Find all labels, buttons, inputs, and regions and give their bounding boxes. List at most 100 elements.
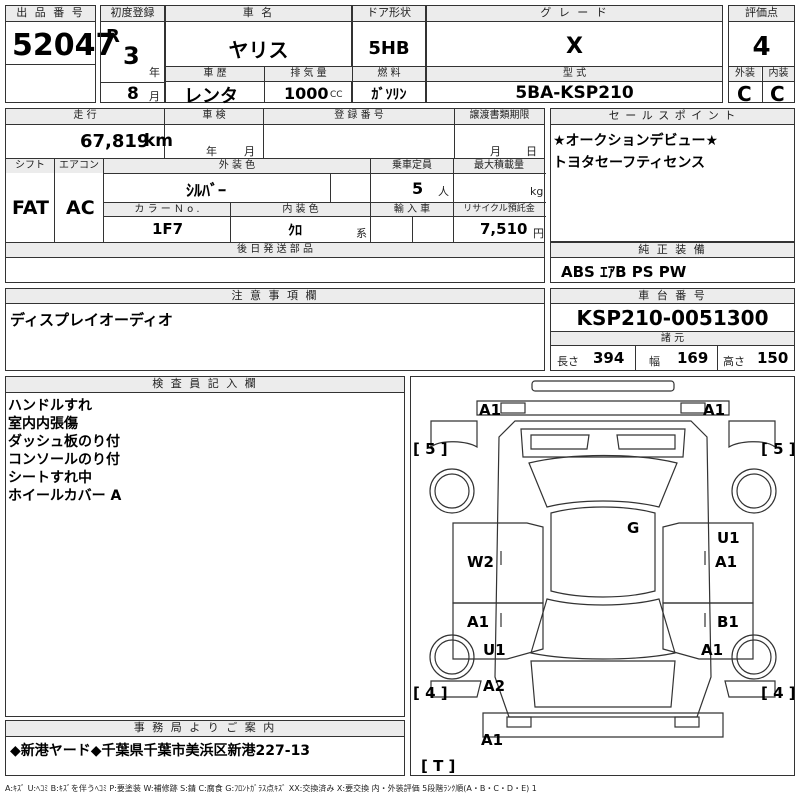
capacity-label: 乗車定員 xyxy=(371,159,453,173)
inspector-line: ダッシュ板のり付 xyxy=(8,434,120,450)
displacement-unit: CC xyxy=(330,90,343,100)
reg-year: 3 xyxy=(123,42,140,70)
height-label: 高さ xyxy=(723,355,745,368)
mark-rear-left: A2 xyxy=(483,677,505,695)
later-parts-label: 後 日 発 送 部 品 xyxy=(6,243,544,257)
mark-trunk: [ T ] xyxy=(421,757,455,775)
reg-no-label: 登 録 番 号 xyxy=(264,109,454,124)
car-name: ヤリス xyxy=(228,38,289,62)
capacity: 5 xyxy=(412,179,424,198)
inspection-label: 車 検 xyxy=(165,109,263,124)
mark-left-rear-door: A1 xyxy=(467,613,489,631)
sales-point-line: ★オークションデビュー★ xyxy=(553,133,719,149)
caution-label: 注 意 事 項 欄 xyxy=(6,289,544,304)
legend: A:ｷｽﾞ U:ﾍｺﾐ B:ｷｽﾞを伴うﾍｺﾐ P:要塗装 W:補修跡 S:錆 … xyxy=(5,784,537,793)
lot-number: 52047 xyxy=(12,28,117,63)
mark-right-top2: A1 xyxy=(715,553,737,571)
width-label: 幅 xyxy=(649,355,660,368)
interior-unit: 系 xyxy=(356,227,367,240)
model: 5BA-KSP210 xyxy=(515,83,634,103)
sales-point-line: トヨタセーフティセンス xyxy=(553,155,706,171)
mark-right-quarter: A1 xyxy=(701,641,723,659)
door-type: 5HB xyxy=(368,38,410,59)
sales-point-label: セ ー ル ス ポ イ ン ト xyxy=(551,109,794,125)
fuel: ｶﾞｿﾘﾝ xyxy=(371,87,407,103)
caution-text: ディスプレイオーディオ xyxy=(10,311,173,329)
ext-score: C xyxy=(737,82,752,106)
ac-label: エアコン xyxy=(55,159,103,173)
import-label: 輸 入 車 xyxy=(371,203,453,216)
office-label: 事 務 局 よ り ご 案 内 xyxy=(6,721,404,737)
lot-number-box: 出 品 番 号 52047 xyxy=(5,5,116,103)
mileage-unit: km xyxy=(144,131,174,151)
equipment-label: 純 正 装 備 xyxy=(551,243,794,258)
caution-box: 注 意 事 項 欄 ディスプレイオーディオ xyxy=(5,288,545,371)
mark-tire-fr: [ 5 ] xyxy=(761,440,794,458)
history-label: 車 歴 xyxy=(166,67,264,81)
lot-number-label: 出 品 番 号 xyxy=(6,6,95,22)
shift: FAT xyxy=(12,197,49,219)
grade-box: グ レ ー ド X 型 式 5BA-KSP210 xyxy=(426,5,723,103)
color-label: 外 装 色 xyxy=(104,159,370,173)
displacement: 1000 xyxy=(284,84,329,103)
score-box: 評価点 4 外装 内装 C C xyxy=(728,5,795,106)
equipment-box: 純 正 装 備 ABS ｴｱB PS PW xyxy=(550,242,795,283)
interior-color: ｸﾛ xyxy=(288,223,302,239)
displacement-label: 排 気 量 xyxy=(265,67,352,81)
mileage-label: 走 行 xyxy=(6,109,164,124)
insp-year-unit: 年 xyxy=(206,145,217,158)
car-name-box: 車 名 ヤリス 車 歴 排 気 量 レンタ 1000 CC xyxy=(165,5,352,107)
first-registration-label: 初度登録 xyxy=(101,6,164,22)
office-text: ◆新港ヤード◆千葉県千葉市美浜区新港227-13 xyxy=(10,743,311,759)
exterior-color: ｼﾙﾊﾞｰ xyxy=(186,181,227,200)
sales-point-box: セ ー ル ス ポ イ ン ト ★オークションデビュー★ トヨタセーフティセンス xyxy=(550,108,795,242)
inspector-label: 検 査 員 記 入 欄 xyxy=(6,377,404,393)
transfer-day-unit: 日 xyxy=(526,145,537,158)
era: R xyxy=(106,26,120,47)
fuel-label: 燃 料 xyxy=(353,67,425,81)
recycle-unit: 円 xyxy=(533,227,544,240)
inspector-line: ホイールカバー A xyxy=(8,488,122,504)
equipment: ABS ｴｱB PS PW xyxy=(561,263,687,281)
inspector-box: 検 査 員 記 入 欄 ハンドルすれ 室内内張傷 ダッシュ板のり付 コンソールの… xyxy=(5,376,405,717)
interior-label: 内 装 色 xyxy=(231,203,370,216)
transfer-label: 譲渡書類期限 xyxy=(455,109,544,124)
dims-label: 諸 元 xyxy=(551,332,794,345)
score-label: 評価点 xyxy=(729,6,794,22)
chassis-box: 車 台 番 号 KSP210-0051300 諸 元 長さ 394 幅 169 … xyxy=(550,288,795,371)
shift-label: シフト xyxy=(6,159,54,173)
inspector-line: 室内内張傷 xyxy=(8,416,78,432)
grade-label: グ レ ー ド xyxy=(427,6,722,22)
mark-front-left: A1 xyxy=(479,401,501,419)
inspector-line: ハンドルすれ xyxy=(8,398,92,414)
chassis-label: 車 台 番 号 xyxy=(551,289,794,304)
height: 150 xyxy=(757,349,789,367)
history: レンタ xyxy=(184,86,238,107)
inspector-line: シートすれ中 xyxy=(8,470,92,486)
mark-tire-fl: [ 5 ] xyxy=(413,440,448,458)
capacity-unit: 人 xyxy=(438,185,449,198)
color-no: 1F7 xyxy=(152,220,184,238)
mark-roof: G xyxy=(627,519,639,537)
recycle-fee: 7,510 xyxy=(480,220,528,238)
mark-tire-rl: [ 4 ] xyxy=(413,684,448,702)
mark-rear-bumper: A1 xyxy=(481,731,503,749)
int-label: 内装 xyxy=(763,67,794,81)
mark-right-top: U1 xyxy=(717,529,740,547)
load-unit: kg xyxy=(530,185,544,198)
length: 394 xyxy=(593,349,625,367)
reg-month: 8 xyxy=(127,84,139,104)
mark-left-quarter: U1 xyxy=(483,641,506,659)
first-registration-box: 初度登録 R 3 年 8 月 xyxy=(100,5,165,104)
grade: X xyxy=(566,34,583,59)
mark-right-rear-door: B1 xyxy=(717,613,739,631)
mark-front-right: A1 xyxy=(703,401,725,419)
transfer-month-unit: 月 xyxy=(490,145,501,158)
score: 4 xyxy=(752,32,771,62)
ext-label: 外装 xyxy=(729,67,761,81)
model-label: 型 式 xyxy=(427,67,722,81)
insp-month-unit: 月 xyxy=(244,145,255,158)
load-label: 最大積載量 xyxy=(454,159,544,173)
width: 169 xyxy=(677,349,709,367)
month-unit: 月 xyxy=(149,90,160,103)
